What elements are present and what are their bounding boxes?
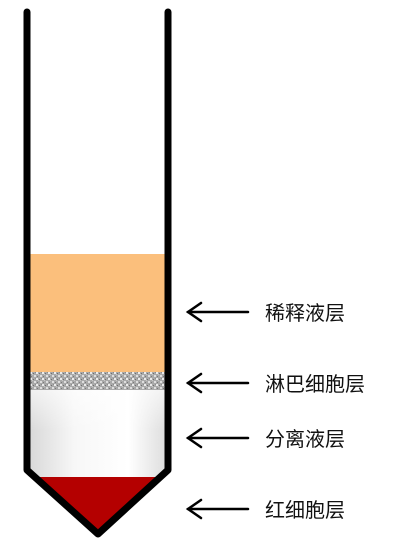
red-blood-cell-layer-label: 红细胞层 (265, 498, 345, 522)
lymphocyte-layer-label: 淋巴细胞层 (265, 372, 365, 396)
diluent-layer (27, 254, 168, 372)
arrow-icon (185, 372, 250, 394)
lymphocyte-layer (27, 372, 168, 390)
separation-layer-label: 分离液层 (265, 427, 345, 451)
diluent-layer-label: 稀释液层 (265, 301, 345, 325)
arrow-icon (185, 301, 250, 323)
tube-contents (27, 254, 168, 534)
arrow-icon (185, 427, 250, 449)
red-blood-cell-layer (27, 477, 168, 534)
arrow-icon (185, 498, 250, 520)
centrifuge-tube-outline (23, 8, 172, 538)
